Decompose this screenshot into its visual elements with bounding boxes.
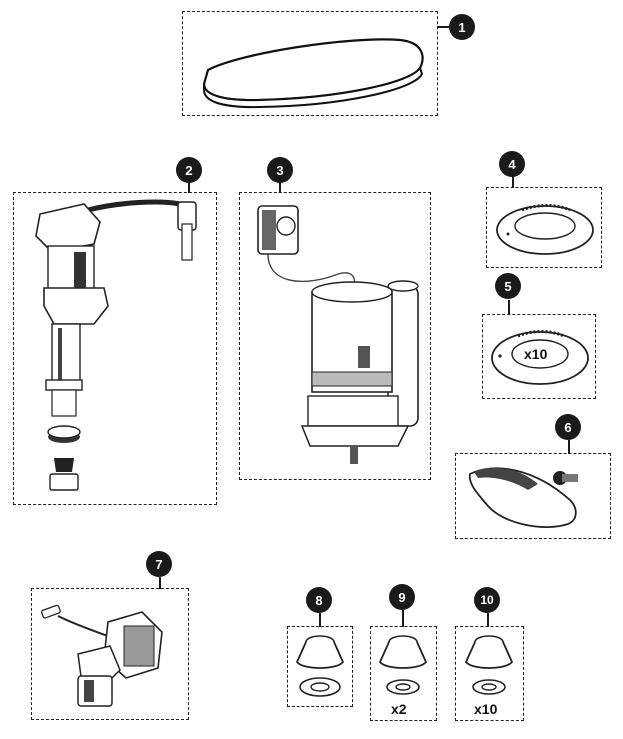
part-5-frame: [482, 314, 596, 399]
flapper-illustration: [468, 467, 578, 528]
part-3-leader: [279, 182, 281, 193]
part-3-frame: [239, 192, 431, 480]
part-10-badge: 10: [474, 587, 500, 613]
part-10-frame: [455, 626, 524, 721]
part-5-leader: [508, 300, 510, 315]
part-7-leader: [159, 577, 161, 589]
part-10-quantity: x10: [474, 701, 498, 717]
gasket-pack-illustration: [491, 330, 589, 385]
part-2-badge: 2: [176, 157, 202, 183]
part-1-frame: [182, 11, 438, 116]
part-4-frame: [486, 187, 602, 268]
part-10-leader: [487, 613, 489, 627]
part-2-leader: [188, 182, 190, 193]
part-5-quantity: x10: [524, 346, 548, 362]
fill-valve-illustration: [35, 199, 197, 491]
part-5-badge: 5: [495, 273, 521, 299]
part-4-leader: [512, 176, 514, 188]
part-9-leader: [402, 610, 404, 627]
part-2-frame: [13, 192, 217, 505]
part-7-badge: 7: [146, 551, 172, 577]
part-7-frame: [31, 588, 189, 720]
part-3-badge: 3: [267, 157, 293, 183]
part-4-badge: 4: [499, 151, 525, 177]
cone-washer-illustration: [295, 635, 345, 697]
cone-washer-pack-illustration: [464, 635, 514, 695]
flush-valve-illustration: [257, 205, 419, 464]
gasket-illustration: [496, 204, 594, 255]
part-6-frame: [455, 453, 611, 539]
part-9-badge: 9: [389, 584, 415, 610]
part-6-badge: 6: [555, 414, 581, 440]
part-1-leader: [437, 26, 451, 28]
part-9-quantity: x2: [391, 701, 407, 717]
part-6-leader: [568, 440, 570, 454]
part-8-badge: 8: [306, 587, 332, 613]
actuator-illustration: [41, 604, 163, 707]
tank-lid-illustration: [202, 38, 424, 109]
cone-washer-pair-illustration: [378, 635, 428, 695]
part-8-leader: [319, 613, 321, 627]
part-1-badge: 1: [449, 14, 475, 40]
